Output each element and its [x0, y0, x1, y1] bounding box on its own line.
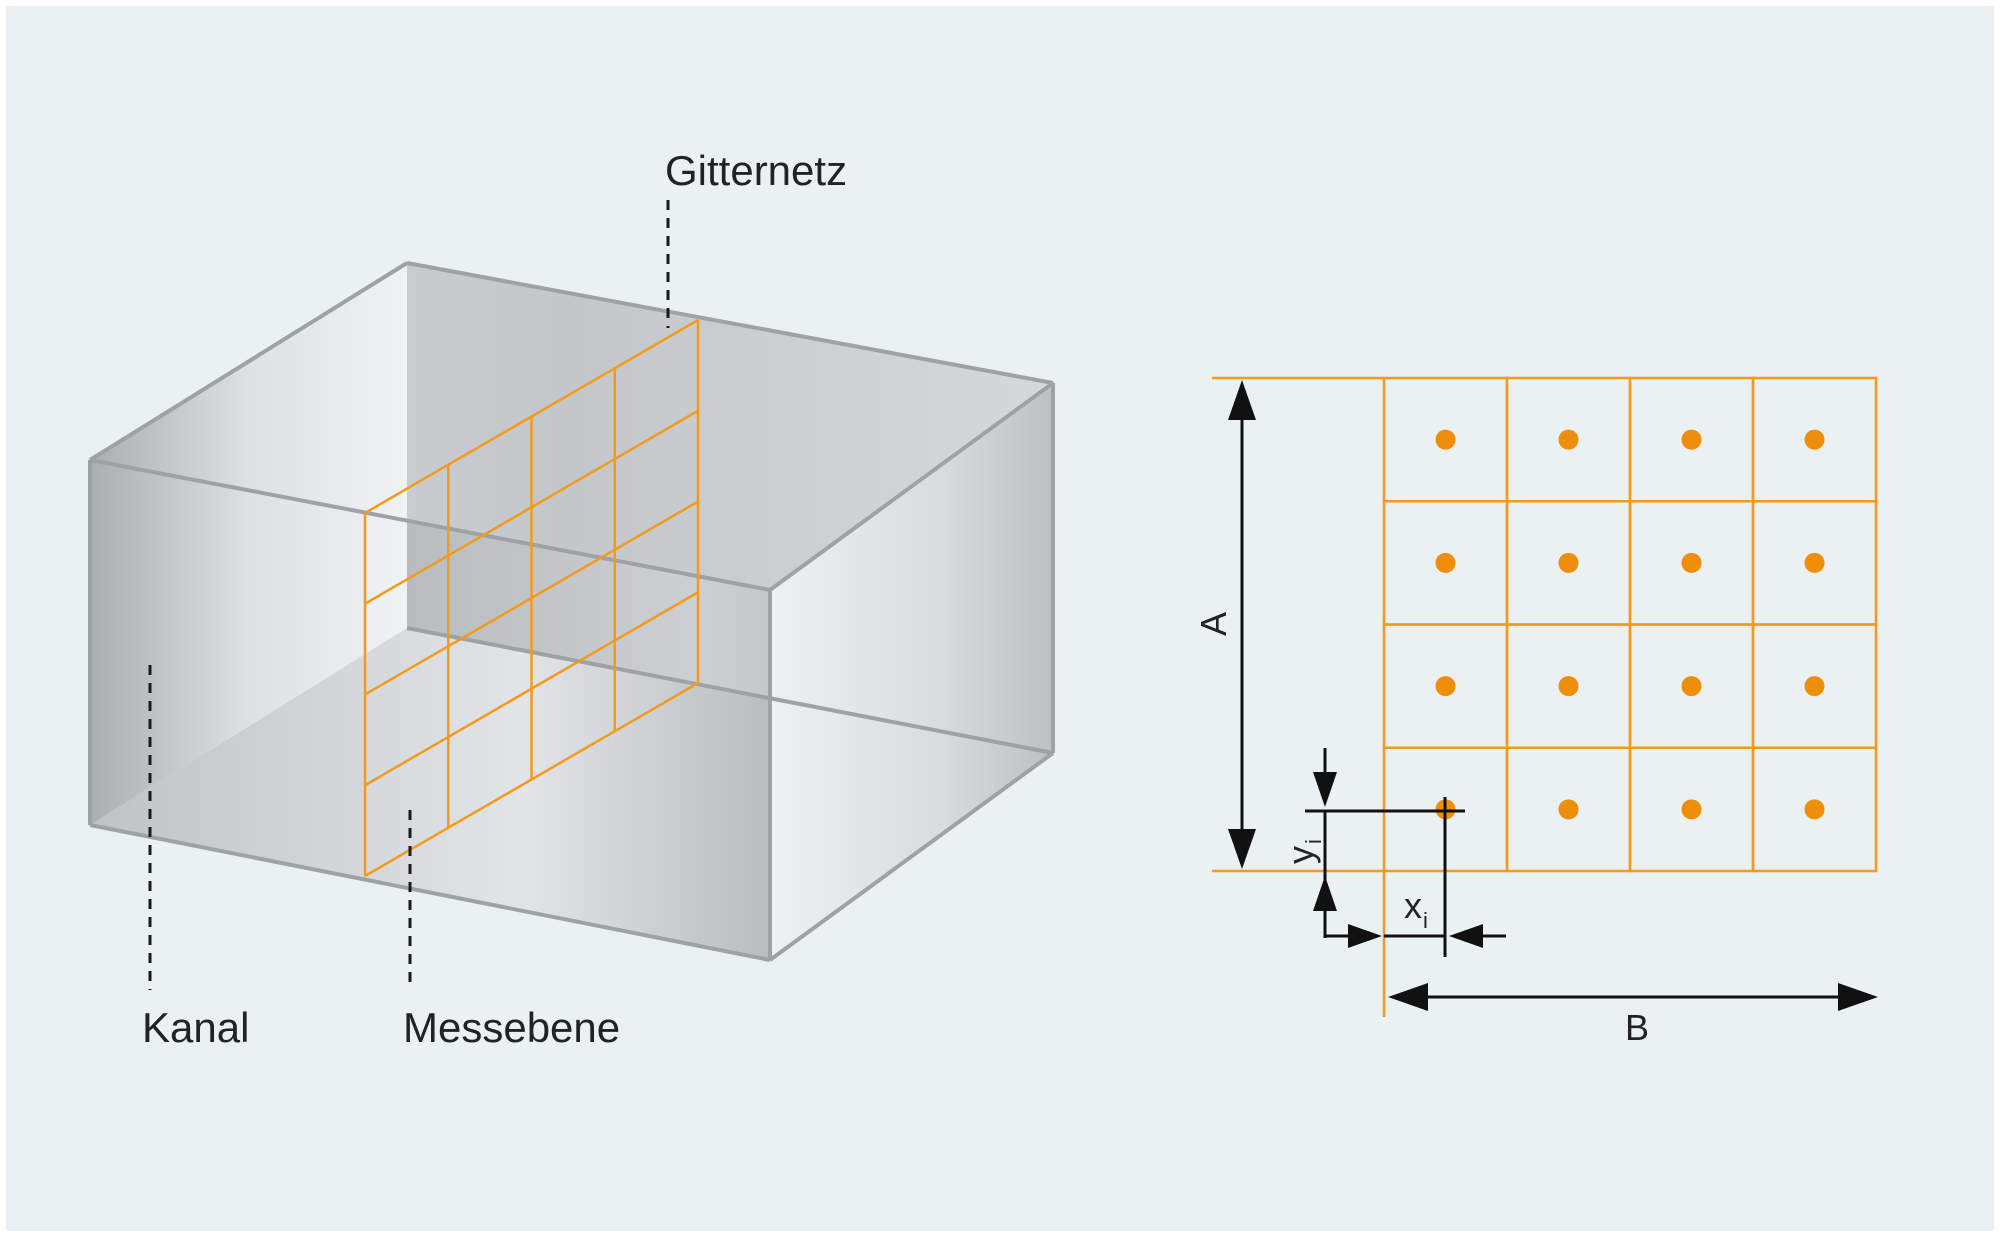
dimension-y-subscript: i: [1301, 839, 1326, 844]
dimension-y-label: y: [1280, 846, 1321, 864]
grid-schematic: A B y i x i: [1193, 376, 1878, 1048]
measurement-point: [1558, 676, 1579, 697]
arrow-right-icon: [1348, 924, 1382, 948]
measurement-point: [1681, 799, 1702, 820]
arrow-right-icon: [1838, 983, 1878, 1011]
plane-grid-row-line: [364, 681, 699, 878]
measurement-plane-grid: [363, 318, 700, 878]
duct-edge: [768, 381, 1055, 592]
measurement-point: [1558, 429, 1579, 450]
measurement-point: [1804, 676, 1825, 697]
offset-dimensions: y i x i: [1280, 748, 1506, 957]
measurement-point: [1435, 552, 1456, 573]
plane-grid-row-line: [364, 591, 699, 787]
arrow-up-icon: [1228, 380, 1256, 420]
measurement-point: [1558, 799, 1579, 820]
measurement-point: [1558, 552, 1579, 573]
messebene-label: Messebene: [403, 1004, 620, 1051]
measurement-point: [1681, 429, 1702, 450]
arrow-up-icon: [1313, 876, 1337, 911]
duct-edge: [89, 458, 771, 592]
measurement-point: [1681, 676, 1702, 697]
kanal-label: Kanal: [142, 1004, 249, 1051]
dimension-b: B: [1388, 983, 1878, 1048]
measurement-point: [1804, 429, 1825, 450]
measurement-point: [1435, 429, 1456, 450]
dimension-a: A: [1193, 380, 1256, 869]
dimension-x-subscript: i: [1423, 908, 1428, 933]
arrow-down-icon: [1313, 772, 1337, 807]
grid-cell: [1751, 746, 1878, 873]
gitternetz-label: Gitternetz: [665, 147, 847, 194]
measurement-point: [1804, 799, 1825, 820]
duct-edge: [89, 823, 771, 962]
duct-illustration: Gitternetz Kanal Messebene: [88, 147, 1055, 1051]
duct-left-wall: [90, 263, 407, 825]
measurement-point: [1804, 552, 1825, 573]
arrow-left-icon: [1449, 924, 1483, 948]
measurement-point: [1435, 676, 1456, 697]
dimension-x-label: x: [1404, 885, 1422, 926]
measurement-grid: [1382, 376, 1878, 873]
arrow-down-icon: [1228, 829, 1256, 869]
duct-right-wall: [770, 383, 1053, 960]
plane-grid-row-line: [364, 500, 699, 696]
duct-edge: [406, 261, 1054, 385]
dimension-b-label: B: [1625, 1007, 1649, 1048]
measurement-point: [1681, 552, 1702, 573]
plane-grid-row-line: [364, 409, 699, 605]
dimension-a-label: A: [1193, 612, 1234, 636]
plane-grid-row-line: [364, 318, 699, 515]
duct-edge: [88, 261, 409, 462]
duct-edge: [406, 626, 1054, 755]
duct-edge: [768, 751, 1055, 962]
arrow-left-icon: [1388, 983, 1428, 1011]
